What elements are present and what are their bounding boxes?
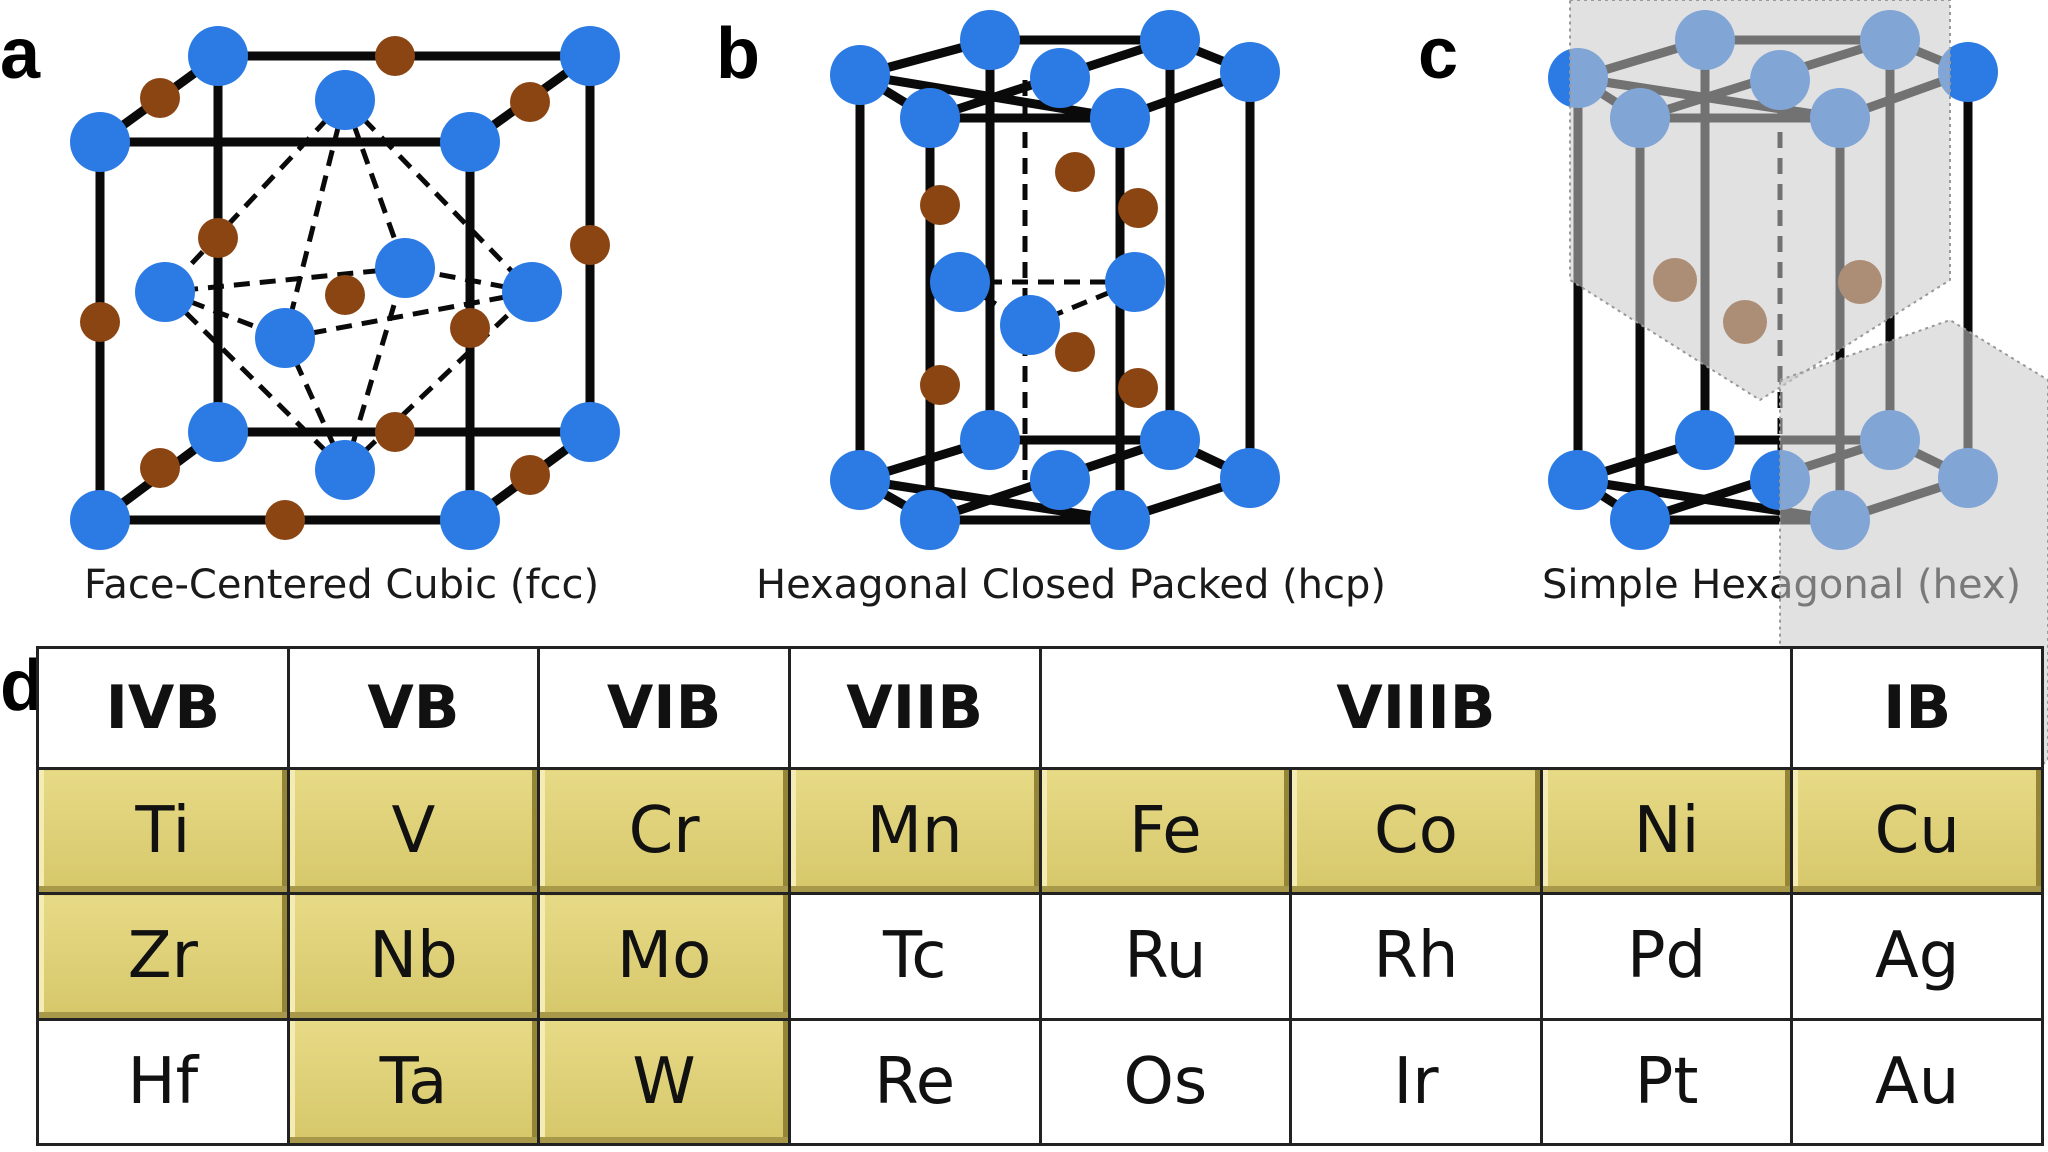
hex-crystal-diagram — [1548, 10, 1998, 550]
panel-label-c: c — [1418, 14, 1459, 94]
fcc-caption: Face-Centered Cubic (fcc) — [84, 562, 600, 608]
element-cell: Re — [787, 1017, 1042, 1147]
element-cell: Co — [1289, 766, 1543, 896]
hex-nonmetal-atoms — [1653, 258, 1882, 344]
element-cell: Os — [1038, 1017, 1293, 1147]
element-cell: Hf — [36, 1017, 290, 1147]
element-cell: Tc — [787, 892, 1042, 1021]
element-cell: V — [286, 766, 541, 896]
element-cell: Ta — [286, 1017, 541, 1147]
element-cell: Fe — [1038, 766, 1293, 896]
group-header: VB — [286, 646, 541, 770]
group-header: VIIIB — [1038, 646, 1794, 770]
element-cell: W — [537, 1017, 791, 1147]
element-cell: Nb — [286, 892, 541, 1021]
element-cell: Ti — [36, 766, 290, 896]
element-cell: Rh — [1289, 892, 1543, 1021]
element-cell: Pd — [1539, 892, 1794, 1021]
element-cell: Mo — [537, 892, 791, 1021]
element-cell: Ni — [1539, 766, 1794, 896]
fcc-nonmetal-atoms — [80, 36, 610, 540]
group-header-row: IVB VB VIB VIIB VIIIB IB — [36, 646, 2044, 770]
fcc-metal-atoms — [70, 26, 620, 550]
element-cell: Ir — [1289, 1017, 1543, 1147]
fcc-crystal-diagram — [70, 26, 620, 550]
element-cell: Ru — [1038, 892, 1293, 1021]
group-header: VIB — [537, 646, 791, 770]
panel-label-a: a — [0, 14, 41, 94]
group-header: IB — [1790, 646, 2044, 770]
element-cell: Cr — [537, 766, 791, 896]
hcp-caption: Hexagonal Closed Packed (hcp) — [756, 562, 1387, 608]
hcp-crystal-diagram — [830, 10, 1280, 550]
hcp-nonmetal-atoms — [920, 152, 1158, 408]
element-cell: Ag — [1790, 892, 2044, 1021]
group-header: VIIB — [787, 646, 1042, 770]
group-header: IVB — [36, 646, 290, 770]
element-cell: Mn — [787, 766, 1042, 896]
hex-caption: Simple Hexagonal (hex) — [1542, 562, 2022, 608]
element-cell: Au — [1790, 1017, 2044, 1147]
hcp-metal-atoms — [830, 10, 1280, 550]
element-cell: Zr — [36, 892, 290, 1021]
element-cell: Cu — [1790, 766, 2044, 896]
panel-label-b: b — [716, 14, 760, 94]
element-cell: Pt — [1539, 1017, 1794, 1147]
